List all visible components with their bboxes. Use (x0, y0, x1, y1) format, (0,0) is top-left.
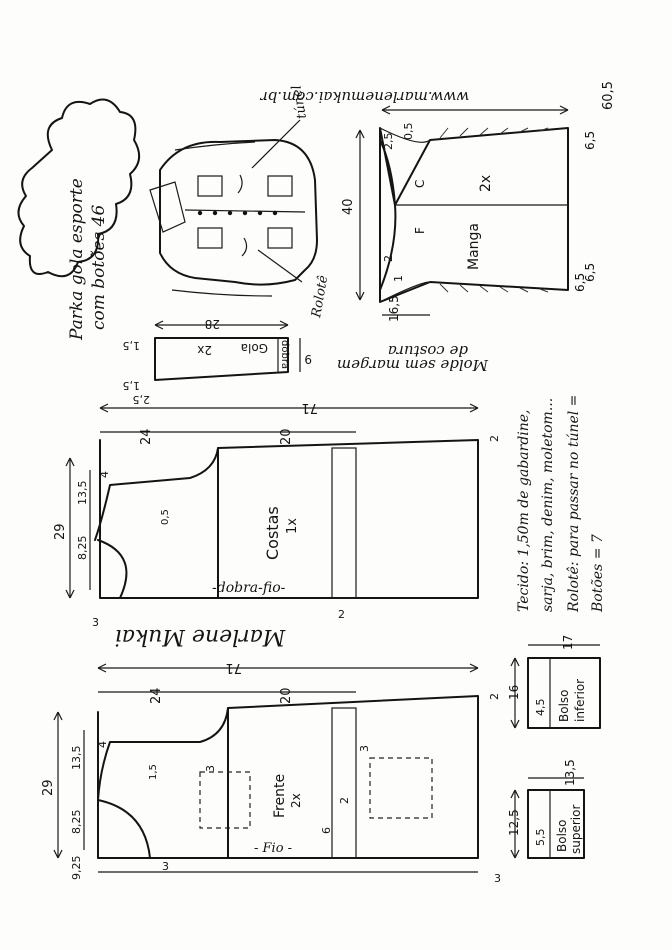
bolso-inferior-piece (510, 644, 601, 729)
gola-fold: dobra (279, 340, 290, 369)
gola-d1: 1,5 (123, 339, 141, 352)
gola-name: Gola (241, 341, 268, 355)
fabric-note-3: Rolotê: para passar no túnel = (566, 395, 582, 613)
fabric-note-2: sarja, brim, denim, moletom... (540, 398, 556, 612)
manga-name: Manga (466, 223, 482, 270)
costas-span: 29 (53, 523, 68, 540)
frente-upper: 24 (149, 687, 164, 704)
signature: Marlene Mukai (115, 624, 287, 649)
tunel-label: túnel (289, 84, 310, 120)
gola-qty: 2x (197, 343, 212, 357)
costas-total: 71 (301, 400, 318, 415)
manga-m2: 6,5 (583, 263, 597, 282)
costas-s6: 2 (338, 608, 345, 621)
parka-sketch-icon (149, 119, 318, 297)
frente-s8: 6 (320, 827, 333, 834)
costas-qty: 1x (285, 518, 300, 534)
mold-note-2: de costura (388, 342, 468, 360)
manga-qty: 2x (478, 175, 494, 192)
manga-width: 60,5 (601, 81, 616, 110)
mold-note-1: Molde sem margem (337, 356, 489, 374)
costas-lower: 20 (279, 428, 294, 445)
bolso-inferior-name-2: inferior (573, 679, 587, 722)
bolso-superior-name-2: superior (569, 805, 583, 854)
frente-s9: 2 (338, 797, 351, 804)
manga-m1: 6,5 (583, 131, 597, 150)
frente-s6: 3 (162, 860, 169, 873)
manga-a3: 2 (382, 255, 395, 262)
manga-m3: 6,5 (573, 273, 587, 292)
frente-s10: 3 (204, 765, 217, 772)
bolso-superior-flap: 5,5 (534, 829, 547, 847)
costas-name: Costas (263, 506, 282, 560)
fabric-note-1: Tecido: 1,50m de gabardine, (516, 409, 532, 612)
gola-width: 28 (205, 317, 220, 331)
bolso-inferior-name-1: Bolso (557, 689, 571, 722)
bolso-inferior-h: 17 (561, 635, 575, 650)
frente-s3: 9,25 (70, 856, 83, 881)
gola-height: 9 (304, 352, 312, 366)
manga-piece (355, 105, 569, 316)
costas-s7: 2 (488, 435, 501, 442)
frente-qty: 2x (289, 793, 303, 808)
bolso-superior-name-1: Bolso (555, 819, 569, 852)
costas-s1: 13,5 (76, 481, 89, 506)
manga-f: F (413, 227, 427, 234)
costas-s4: 0,5 (160, 509, 171, 525)
frente-s5: 1,5 (148, 764, 159, 780)
website-text: www.marlenemukai.com.br (260, 88, 470, 106)
gola-piece (154, 320, 301, 381)
gola-d2: 1,5 (123, 379, 141, 392)
manga-height: 40 (341, 198, 356, 215)
fabric-note-4: Botões = 7 (590, 534, 606, 613)
frente-name: Frente (272, 774, 288, 818)
frente-s7: 2 (488, 693, 501, 700)
frente-s11: 3 (358, 745, 371, 752)
costas-s3: 4 (98, 471, 111, 478)
title-cloud (17, 98, 141, 278)
frente-piece (53, 663, 479, 873)
frente-span: 29 (41, 779, 56, 796)
manga-left: 16,5 (387, 295, 401, 322)
bolso-superior-piece (510, 777, 585, 859)
title-line-2: com botões 46 (89, 205, 109, 330)
frente-total: 71 (225, 660, 242, 675)
manga-a2: 0,5 (402, 123, 415, 141)
costas-piece (65, 403, 479, 599)
frente-s12: 3 (494, 872, 501, 885)
bolso-inferior-flap: 4,5 (534, 699, 547, 717)
costas-s5: 3 (92, 616, 99, 629)
frente-lower: 20 (279, 687, 294, 704)
manga-a4: 1 (392, 275, 405, 282)
bolso-inferior-w: 16 (507, 685, 521, 700)
bolso-superior-w: 12,5 (507, 809, 521, 836)
bolso-superior-h: 13,5 (563, 759, 577, 786)
costas-upper: 24 (139, 428, 154, 445)
costas-s2: 8,25 (76, 536, 89, 561)
manga-c: C (413, 180, 427, 188)
title-line-1: Parka gola esporte (67, 178, 87, 341)
costas-fold: -dobra-fio- (212, 580, 286, 596)
frente-s4: 4 (96, 741, 109, 748)
frente-grain: - Fio - (254, 841, 292, 856)
frente-s1: 13,5 (70, 746, 83, 771)
frente-s2: 8,25 (70, 810, 83, 835)
manga-a1: 2,5 (382, 133, 395, 151)
gola-d3: 2,5 (133, 393, 151, 406)
rolote-label: Rolotê (309, 274, 331, 320)
